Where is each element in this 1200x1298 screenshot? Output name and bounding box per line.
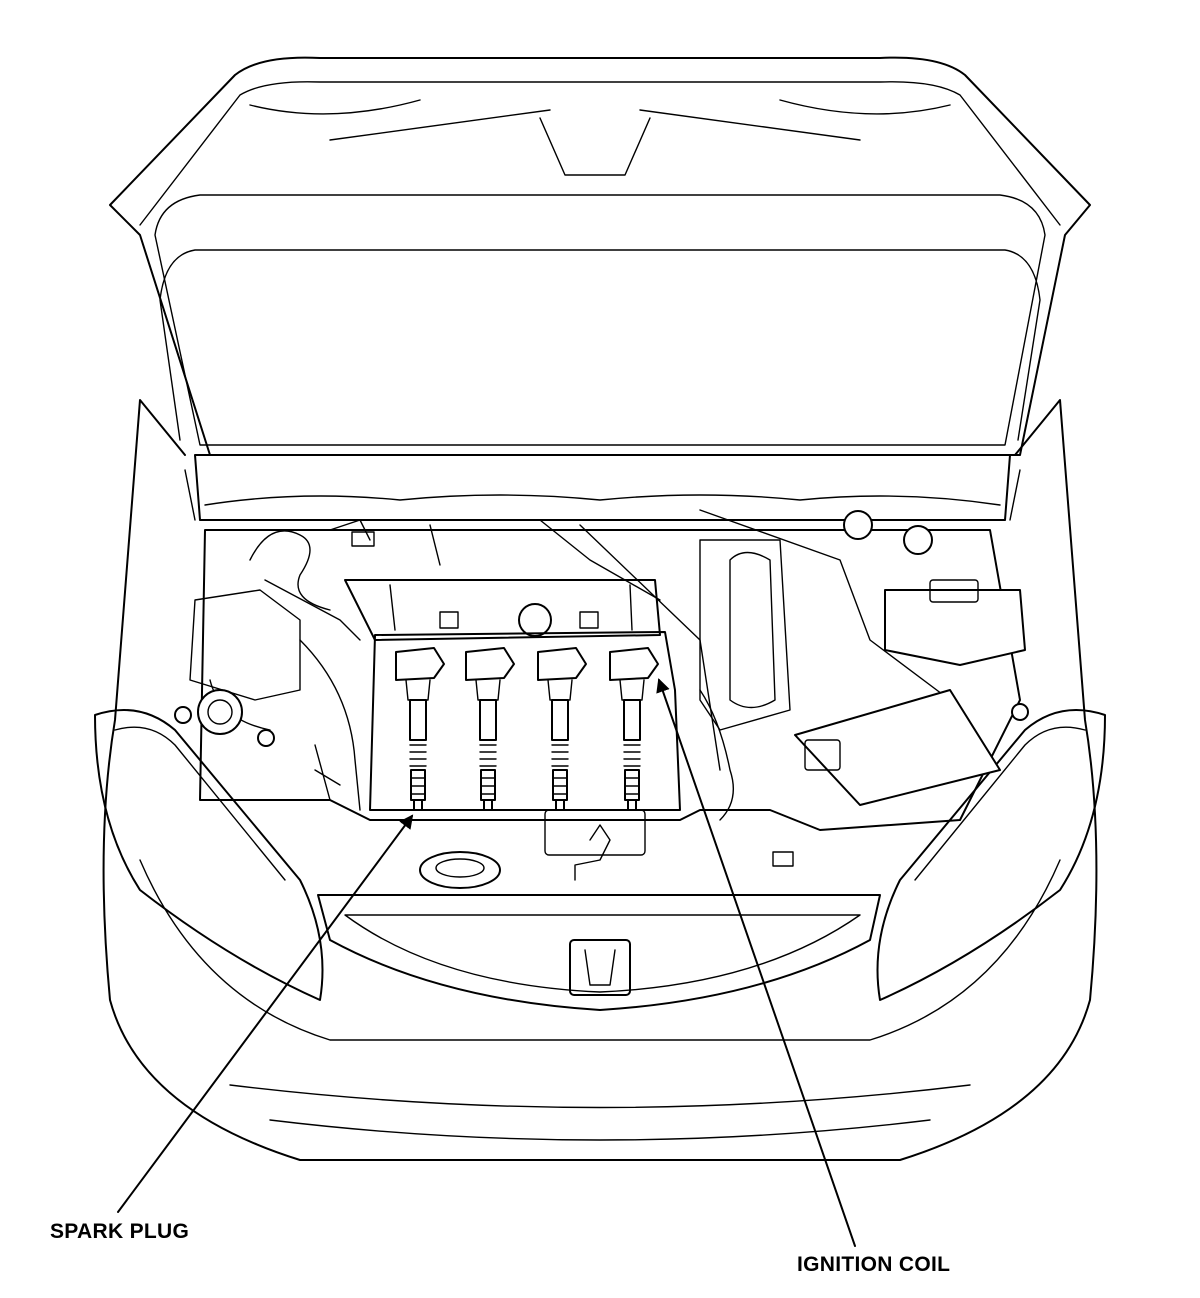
headlight-right [878, 710, 1106, 1000]
front-grille [318, 895, 880, 1010]
ignition-coil-1 [396, 648, 444, 810]
spark-plug-leader [118, 814, 414, 1212]
spark-plug-2 [481, 770, 495, 810]
ignition-coil-label: IGNITION COIL [797, 1253, 951, 1276]
headlight-left [95, 710, 323, 1000]
emblem [570, 940, 630, 995]
ignition-coil-2 [466, 648, 514, 810]
spark-plug-3 [553, 770, 567, 810]
ignition-coil-assembly [396, 648, 658, 810]
hood [110, 58, 1090, 455]
ignition-coil-3 [538, 648, 586, 810]
spark-plug-label: SPARK PLUG [50, 1220, 190, 1243]
engine-bay [175, 510, 1028, 888]
cowl-panel [185, 455, 1020, 520]
ignition-coil-4 [610, 648, 658, 810]
car-body [104, 400, 1097, 1160]
spark-plug-4 [625, 770, 639, 810]
spark-plug-1 [411, 770, 425, 810]
ignition-coil-leader [656, 678, 855, 1246]
